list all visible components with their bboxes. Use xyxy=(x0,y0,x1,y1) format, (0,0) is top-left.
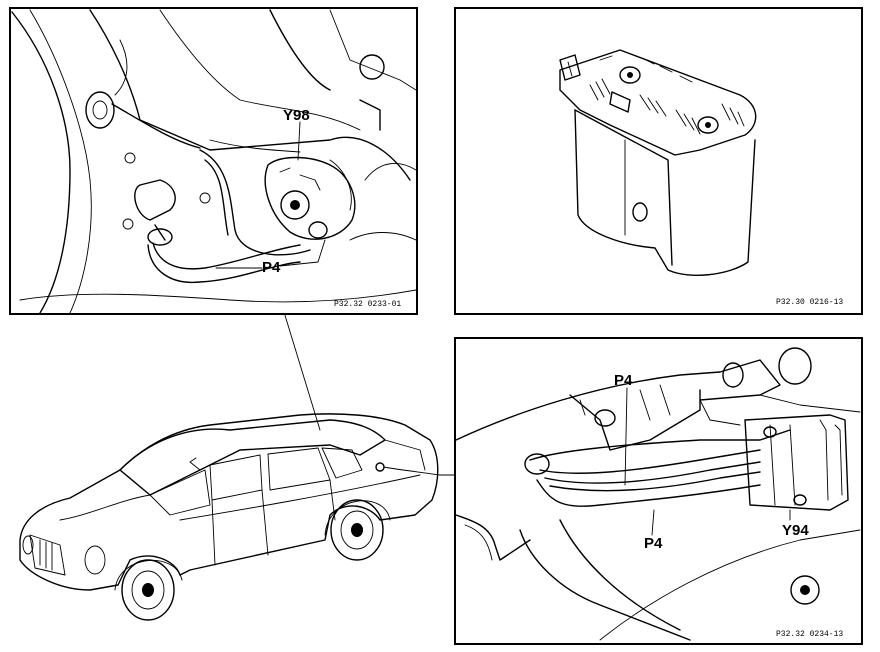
panel-top-left: Y98 P4 P32.32 0233-01 xyxy=(9,7,418,315)
label-p4-bottom: P4 xyxy=(644,535,663,552)
front-wheel xyxy=(121,559,175,621)
label-p4: P4 xyxy=(262,259,281,276)
reference-code: P32.32 0234-13 xyxy=(776,630,843,639)
leader-line-top xyxy=(283,311,321,431)
label-y98: Y98 xyxy=(283,107,310,124)
reference-code: P32.30 0216-13 xyxy=(776,298,843,307)
label-p4-top: P4 xyxy=(614,372,633,389)
car-illustration xyxy=(19,413,441,621)
reference-code: P32.32 0233-01 xyxy=(334,300,401,309)
panel-top-right: P32.30 0216-13 xyxy=(454,7,863,315)
label-y94: Y94 xyxy=(782,522,809,539)
rear-wheel xyxy=(330,499,384,561)
valve-component xyxy=(559,49,757,276)
panel-bottom-right: P4 P4 Y94 P32.32 0234-13 xyxy=(454,337,863,645)
